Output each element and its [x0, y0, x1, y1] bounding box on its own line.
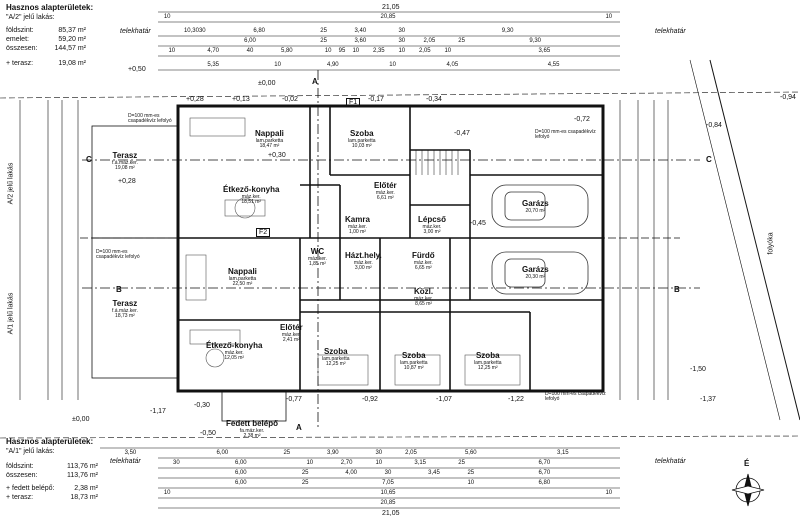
room-kozl: Közl.máz.ker.8,65 m²	[414, 287, 434, 308]
section-mark-c-right: C	[706, 155, 712, 164]
section-mark-b-left: B	[116, 285, 122, 294]
level-mark: -0,77	[286, 396, 302, 403]
level-mark: -0,17	[368, 96, 384, 103]
summary-row: + terasz:19,08 m²	[6, 60, 86, 67]
summary-row: összesen:144,57 m²	[6, 45, 86, 52]
north-arrow-icon: É	[744, 459, 750, 468]
section-mark-b-right: B	[674, 285, 680, 294]
gutter-note: D=100 mm-es csapadékvíz lefolyó	[128, 113, 172, 124]
level-mark: +0,28	[118, 178, 136, 185]
bottom-summary-unit: "A/1" jelű lakás:	[6, 448, 55, 455]
level-mark: -0,72	[574, 116, 590, 123]
bottom-area-summary: Hasznos alapterületek: "A/1" jelű lakás:…	[6, 437, 98, 502]
level-mark: -0,84	[706, 122, 722, 129]
telekhatar-label: telekhatár	[655, 28, 686, 35]
level-mark: +0,28	[186, 96, 204, 103]
level-mark: -1,17	[150, 408, 166, 415]
dim-row: 20,85	[380, 500, 396, 506]
level-mark: ±0,00	[72, 416, 90, 423]
level-mark: -0,47	[454, 130, 470, 137]
level-mark: -1,07	[436, 396, 452, 403]
lakas-a2-label: A/2 jelű lakás	[7, 162, 15, 205]
telekhatar-label: telekhatár	[110, 458, 141, 465]
gutter-note: D=100 mm-es csapadékvíz lefolyó	[535, 129, 596, 140]
section-mark-a-top: A	[312, 77, 318, 86]
level-mark: ±0,00	[258, 80, 276, 87]
level-mark: -0,94	[780, 94, 796, 101]
gutter-note: D=100 mm-es csapadékvíz lefolyó	[96, 249, 140, 260]
top-area-summary: Hasznos alapterületek: "A/2" jelű lakás:…	[6, 3, 94, 68]
level-mark: -0,02	[282, 96, 298, 103]
level-mark: +0,13	[232, 96, 250, 103]
level-mark: +0,30	[268, 152, 286, 159]
level-mark: -1,50	[690, 366, 706, 373]
telekhatar-label: telekhatár	[120, 28, 151, 35]
summary-row: + terasz:18,73 m²	[6, 494, 98, 501]
dim-total-top: 21,05	[382, 4, 400, 11]
room-hazt-hely: Házt.hely.máz.ker.3,00 m²	[345, 251, 382, 272]
top-summary-unit: "A/2" jelű lakás:	[6, 14, 55, 21]
level-mark: -0,45	[470, 220, 486, 227]
level-mark: -0,30	[194, 402, 210, 409]
dim-total-bottom: 21,05	[382, 510, 400, 517]
summary-row: összesen:113,76 m²	[6, 472, 98, 479]
summary-row: + fedett belépő:2,38 m²	[6, 485, 98, 492]
gutter-note: D=100 mm-es csapadékvíz lefolyó	[545, 391, 606, 402]
level-mark: -1,22	[508, 396, 524, 403]
level-mark: -0,34	[426, 96, 442, 103]
bottom-summary-heading: Hasznos alapterületek:	[6, 437, 94, 446]
summary-row: földszint:113,76 m²	[6, 463, 98, 470]
level-mark: +0,50	[128, 66, 146, 73]
level-mark: -0,92	[362, 396, 378, 403]
folyoka-label: folyóka	[767, 232, 775, 255]
summary-row: földszint:85,37 m²	[6, 27, 86, 34]
level-mark: -0,50	[200, 430, 216, 437]
telekhatar-label: telekhatár	[655, 458, 686, 465]
section-mark-f2: F2	[256, 228, 271, 237]
section-mark-c-left: C	[86, 155, 92, 164]
level-mark: -1,37	[700, 396, 716, 403]
summary-row: emelet:59,20 m²	[6, 36, 86, 43]
top-summary-heading: Hasznos alapterületek:	[6, 3, 94, 12]
section-mark-a-bottom: A	[296, 423, 302, 432]
section-mark-f1: F1	[346, 98, 361, 107]
lakas-a1-label: A/1 jelű lakás	[7, 292, 15, 335]
